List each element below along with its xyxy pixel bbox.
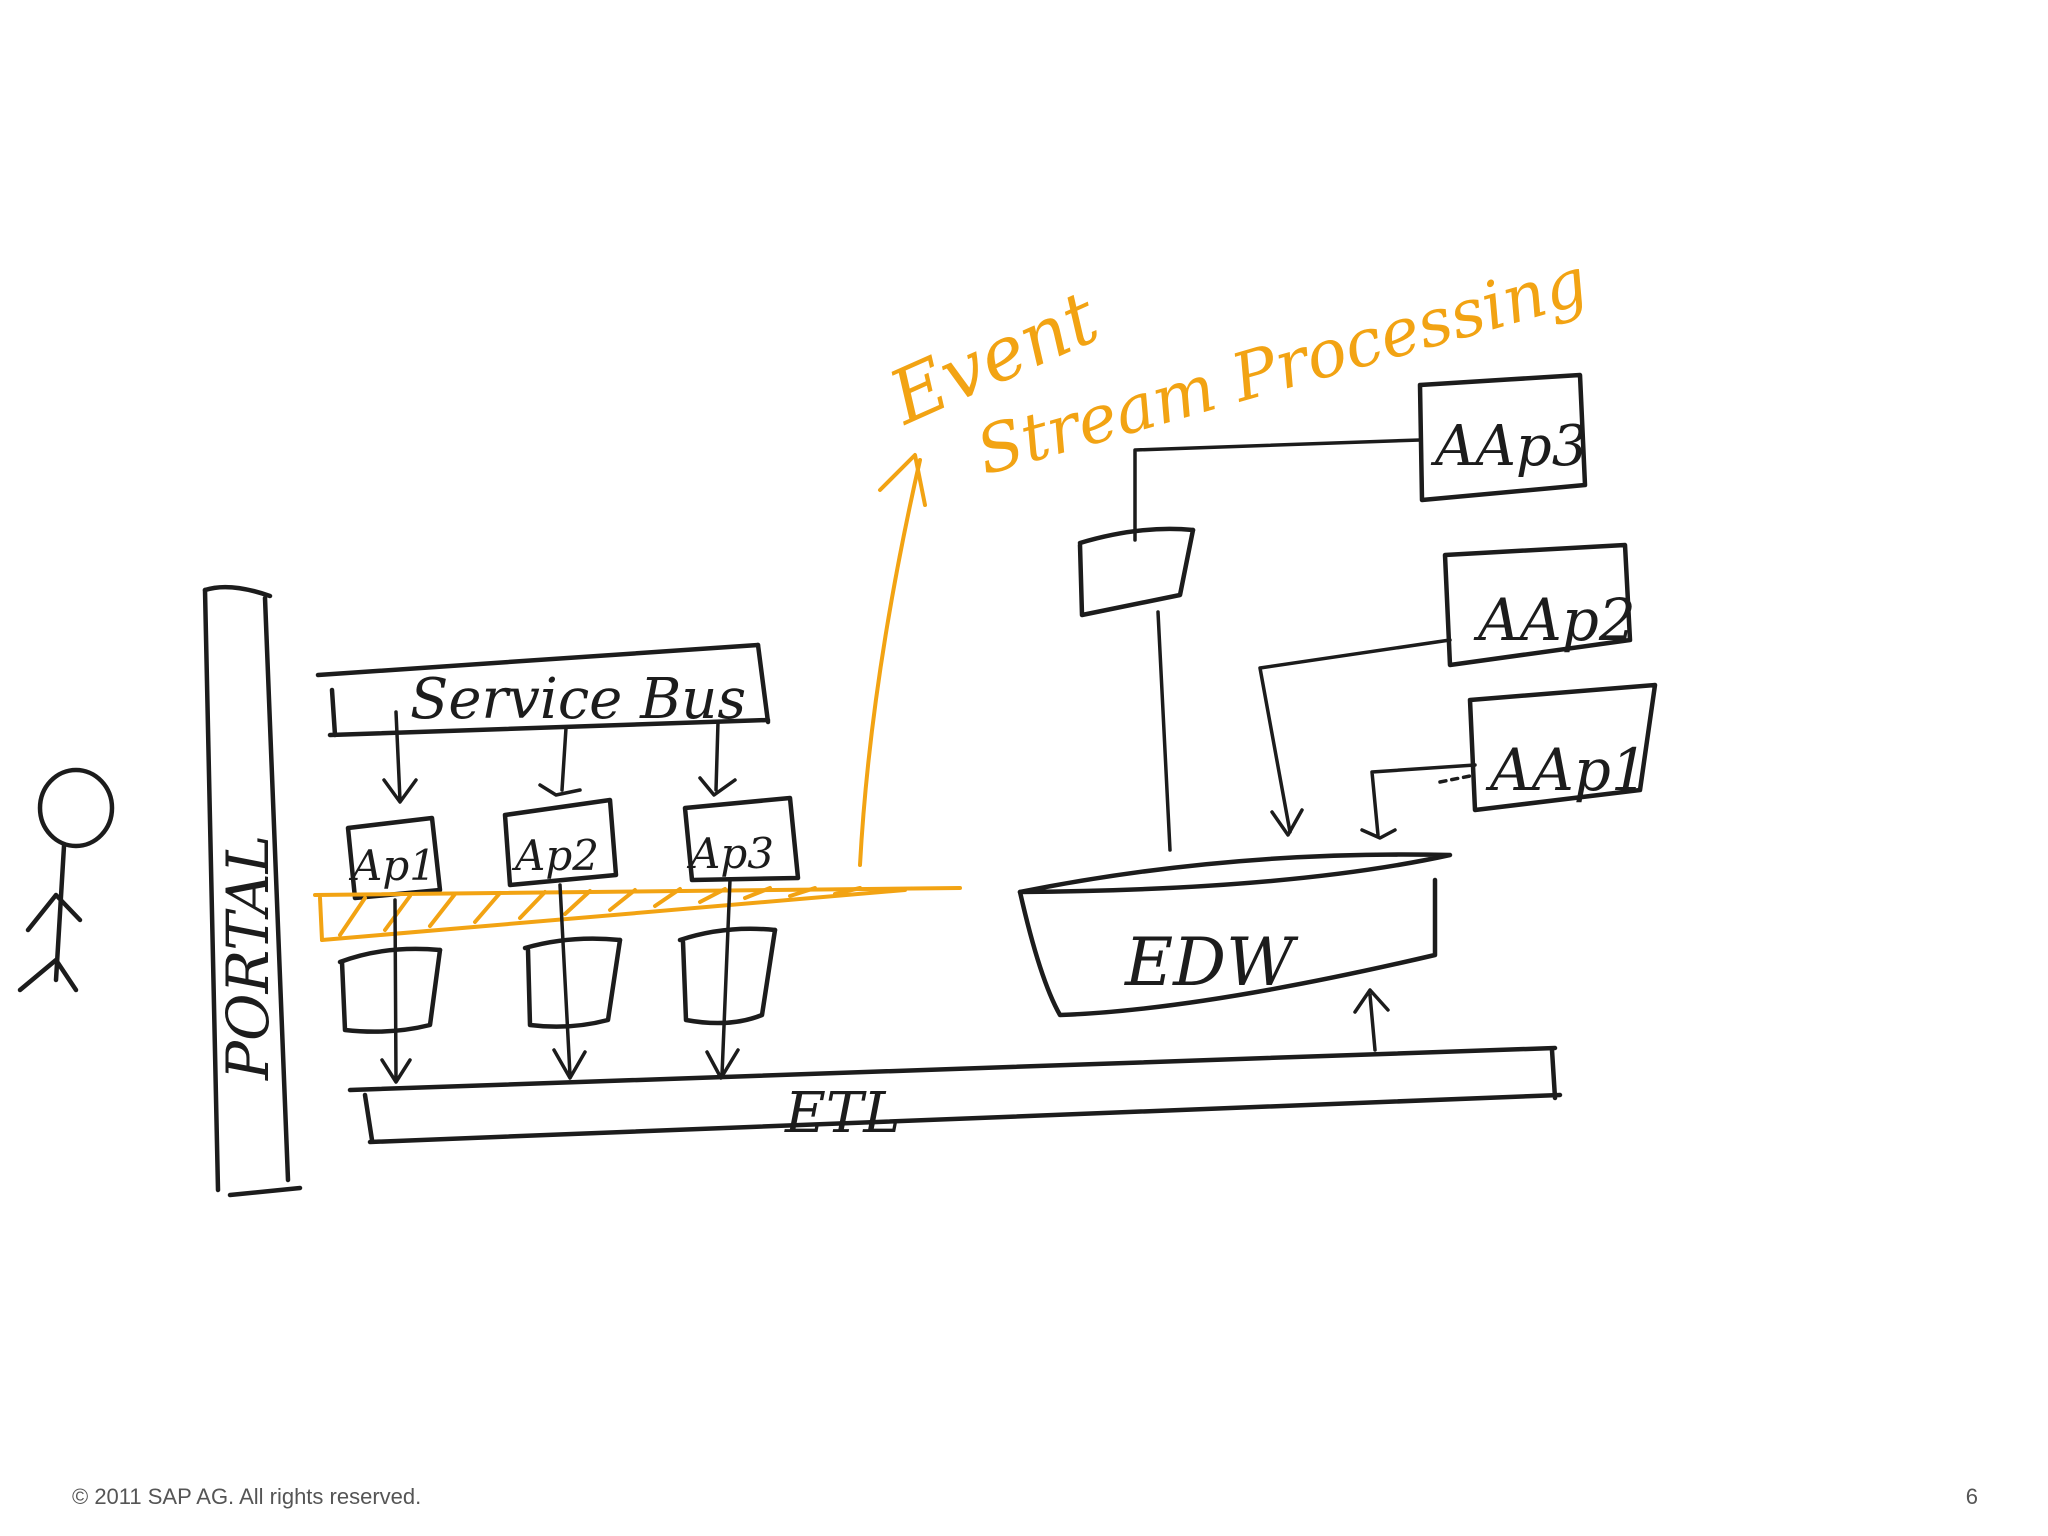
page-number: 6 xyxy=(1965,1484,1978,1509)
aap1-to-edw-arrow xyxy=(1360,763,1477,840)
aap3-db-cylinder xyxy=(1077,526,1196,618)
copyright-footer: © 2011 SAP AG. All rights reserved. xyxy=(72,1484,422,1509)
event-stream-arrow xyxy=(858,453,927,867)
aap2-to-edw-arrow xyxy=(1258,638,1452,837)
aap3-connectors xyxy=(1133,438,1422,852)
etl-bar xyxy=(347,1045,1563,1145)
aap3-box xyxy=(1417,372,1588,503)
app-box-ap2 xyxy=(502,797,619,888)
portal-label: PORTAL xyxy=(214,835,282,1081)
app-box-ap1 xyxy=(345,815,443,901)
etl-to-edw-arrow xyxy=(1353,988,1390,1052)
service-bus-box xyxy=(315,642,771,738)
app-label-ap3: Ap3 xyxy=(686,829,774,878)
aap3-label: AAp3 xyxy=(1430,414,1587,479)
aap2-label: AAp2 xyxy=(1473,586,1636,654)
portal-bar xyxy=(202,584,303,1198)
aap1-box xyxy=(1467,682,1658,813)
etl-label: ETL xyxy=(784,1081,900,1146)
aap1-label: AAp1 xyxy=(1485,736,1648,804)
user-stick-figure-icon xyxy=(17,767,115,993)
app-box-ap3 xyxy=(682,795,801,883)
service-bus-label: Service Bus xyxy=(410,667,746,732)
service-bus-arrows xyxy=(382,710,737,804)
app-db-cylinder-1 xyxy=(337,946,443,1034)
edw-label: EDW xyxy=(1124,924,1299,1001)
app-db-cylinder-2 xyxy=(522,936,623,1029)
edw-shape xyxy=(1017,852,1453,1018)
event-stream-band xyxy=(313,886,962,942)
app-label-ap1: Ap1 xyxy=(348,841,436,890)
app-label-ap2: Ap2 xyxy=(511,831,599,880)
aap2-box xyxy=(1442,542,1633,668)
